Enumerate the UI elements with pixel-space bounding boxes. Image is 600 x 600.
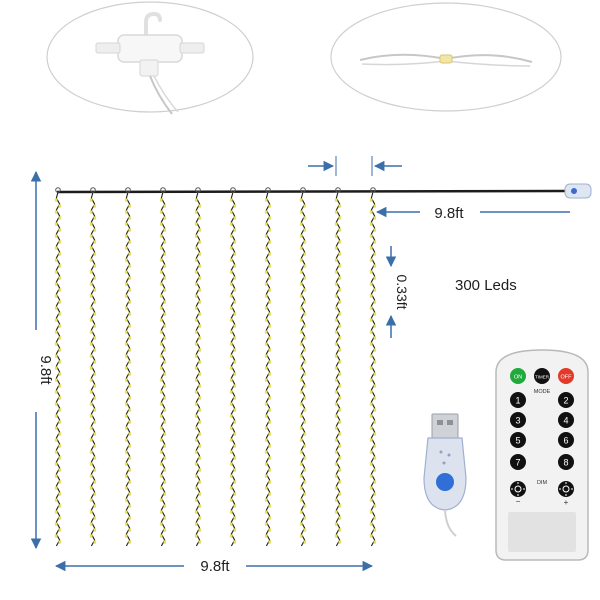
light-strand [194, 187, 202, 547]
keypad-button-2[interactable]: 2 [558, 392, 574, 408]
keypad-button-7[interactable]: 7 [510, 454, 526, 470]
light-strands [54, 187, 377, 547]
top-wire [56, 183, 592, 199]
sun-bright-icon [559, 482, 573, 496]
on-button[interactable] [510, 368, 526, 384]
sun-dim-icon [511, 482, 525, 496]
timer-button-label: TIMER [535, 375, 550, 380]
keypad-label: 8 [563, 458, 568, 468]
bottom-width-dimension: 9.8ft [54, 555, 374, 577]
mode-label: MODE [534, 389, 551, 395]
keypad-button-4[interactable]: 4 [558, 412, 574, 428]
battery-cover [508, 512, 576, 552]
wire-joint-icon [359, 53, 533, 67]
timer-button[interactable] [534, 368, 550, 384]
keypad-label: 7 [515, 458, 520, 468]
number-keypad: 1 2 3 4 5 6 7 8 [510, 392, 574, 470]
spacing-label: 0.33ft [394, 274, 410, 309]
keypad-button-5[interactable]: 5 [510, 432, 526, 448]
spacing-dimension: 0.33ft [385, 246, 410, 338]
off-button[interactable] [558, 368, 574, 384]
dim-down-button[interactable] [510, 481, 526, 497]
dim-up-button[interactable] [558, 481, 574, 497]
keypad-label: 3 [515, 416, 520, 426]
light-strand [159, 187, 167, 547]
light-strand [89, 187, 97, 547]
light-strand [229, 187, 237, 547]
remote-control-icon: ON TIMER OFF MODE 1 2 3 4 5 6 7 8 DIM − + [495, 349, 589, 561]
light-strand [54, 187, 62, 547]
detail-hook-connector [46, 1, 254, 115]
keypad-label: 5 [515, 436, 520, 446]
light-strand [334, 187, 342, 547]
bottom-width-label: 9.8ft [200, 558, 230, 575]
spacing-arrows [308, 156, 402, 176]
keypad-button-6[interactable]: 6 [558, 432, 574, 448]
dim-plus-label: + [564, 498, 569, 507]
usb-plug-icon [423, 413, 467, 537]
off-button-label: OFF [561, 375, 573, 381]
led-count-label: 300 Leds [455, 277, 517, 294]
width-dimension: 9.8ft [375, 201, 570, 223]
keypad-button-3[interactable]: 3 [510, 412, 526, 428]
keypad-label: 1 [515, 396, 520, 406]
hook-connector-icon [95, 11, 205, 115]
dim-label: DIM [537, 480, 548, 486]
keypad-label: 2 [563, 396, 568, 406]
keypad-button-8[interactable]: 8 [558, 454, 574, 470]
light-strand [369, 187, 377, 547]
keypad-label: 4 [563, 416, 568, 426]
keypad-label: 6 [563, 436, 568, 446]
keypad-button-1[interactable]: 1 [510, 392, 526, 408]
detail-wire-joint [330, 2, 562, 112]
dim-minus-label: − [516, 497, 521, 506]
top-width-label: 9.8ft [434, 205, 464, 222]
on-button-label: ON [514, 375, 522, 381]
light-strand [264, 187, 272, 547]
usb-controller-icon [564, 183, 592, 199]
light-strand [124, 187, 132, 547]
height-label: 9.8ft [37, 355, 54, 385]
light-strand [299, 187, 307, 547]
height-dimension: 9.8ft [30, 170, 54, 550]
